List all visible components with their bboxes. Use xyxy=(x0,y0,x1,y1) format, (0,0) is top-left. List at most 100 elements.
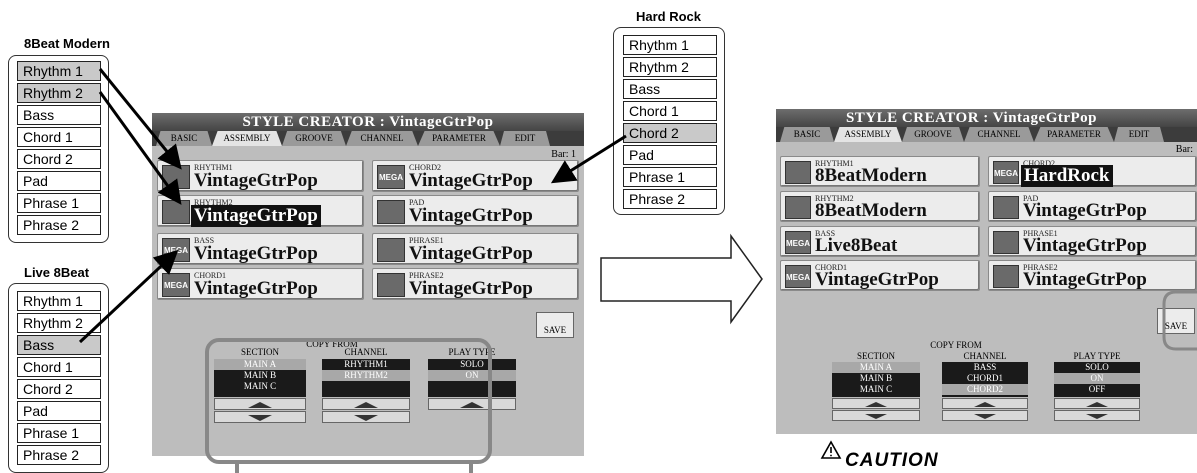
track-style: VintageGtrPop xyxy=(409,243,533,264)
track-label: CHORD1 xyxy=(194,271,227,280)
channel-list[interactable]: RHYTHM1 RHYTHM2 xyxy=(322,359,410,397)
section-list[interactable]: MAIN A MAIN B MAIN C xyxy=(214,359,306,397)
channel-down-button[interactable] xyxy=(322,411,410,423)
play-type-option[interactable]: OFF xyxy=(1088,384,1106,394)
track-phrase1[interactable]: PHRASE1 VintageGtrPop xyxy=(988,226,1197,257)
track-rhythm2[interactable]: RHYTHM2 VintageGtrPop xyxy=(157,195,364,227)
play-type-down-button[interactable] xyxy=(1054,410,1140,421)
track-label: RHYTHM1 xyxy=(194,163,233,172)
track-phrase2[interactable]: PHRASE2 VintageGtrPop xyxy=(988,260,1197,291)
track-label: PHRASE1 xyxy=(409,236,444,245)
style-creator-screen-after: STYLE CREATOR : VintageGtrPop BASIC ASSE… xyxy=(776,109,1197,434)
play-type-option[interactable]: SOLO xyxy=(460,359,484,369)
callout-item: Phrase 1 xyxy=(17,423,101,443)
track-bass[interactable]: MEGA BASS VintageGtrPop xyxy=(157,233,364,265)
tab-basic[interactable]: BASIC xyxy=(780,127,834,142)
section-option[interactable]: MAIN A xyxy=(214,359,306,370)
channel-option[interactable]: RHYTHM2 xyxy=(322,370,410,381)
section-option[interactable]: MAIN C xyxy=(859,384,893,394)
play-type-list[interactable]: SOLO ON xyxy=(428,359,516,397)
tab-groove[interactable]: GROOVE xyxy=(902,127,964,142)
callout-item: Chord 2 xyxy=(623,123,717,143)
track-phrase1[interactable]: PHRASE1 VintageGtrPop xyxy=(372,233,579,265)
play-type-up-button[interactable] xyxy=(1054,398,1140,409)
tab-bar: BASIC ASSEMBLY GROOVE CHANNEL PARAMETER … xyxy=(776,127,1197,142)
mega-voice-icon: MEGA xyxy=(993,161,1019,184)
style-creator-screen-before: STYLE CREATOR : VintageGtrPop BASIC ASSE… xyxy=(152,113,584,456)
play-type-up-button[interactable] xyxy=(428,398,516,410)
track-pad[interactable]: PAD VintageGtrPop xyxy=(372,195,579,227)
channel-option[interactable]: CHORD2 xyxy=(942,384,1028,395)
track-rhythm1[interactable]: RHYTHM1 8BeatModern xyxy=(780,156,980,187)
callout-item: Phrase 2 xyxy=(17,215,101,235)
track-bass[interactable]: MEGA BASS Live8Beat xyxy=(780,226,980,257)
section-option[interactable]: MAIN C xyxy=(243,381,277,391)
play-type-label: PLAY TYPE xyxy=(1073,351,1121,361)
tab-groove[interactable]: GROOVE xyxy=(282,131,346,146)
tab-parameter[interactable]: PARAMETER xyxy=(418,131,500,146)
track-label: CHORD2 xyxy=(409,163,442,172)
track-phrase2[interactable]: PHRASE2 VintageGtrPop xyxy=(372,268,579,300)
mega-voice-icon: MEGA xyxy=(785,231,811,254)
section-list[interactable]: MAIN A MAIN B MAIN C xyxy=(832,362,920,397)
section-option[interactable]: MAIN A xyxy=(832,362,920,373)
callout-item: Pad xyxy=(17,401,101,421)
track-label: PHRASE1 xyxy=(1023,229,1058,238)
channel-list[interactable]: BASS CHORD1 CHORD2 xyxy=(942,362,1028,397)
callout-item: Chord 1 xyxy=(623,101,717,121)
tab-channel[interactable]: CHANNEL xyxy=(346,131,418,146)
section-up-button[interactable] xyxy=(832,398,920,409)
callout-live-8beat: Rhythm 1 Rhythm 2 Bass Chord 1 Chord 2 P… xyxy=(8,283,109,473)
play-type-option[interactable]: ON xyxy=(428,370,516,381)
piano-icon xyxy=(377,238,405,262)
arrow-down-icon xyxy=(974,414,996,419)
callout-item: Phrase 1 xyxy=(17,193,101,213)
track-label: BASS xyxy=(815,229,836,238)
play-type-option[interactable]: SOLO xyxy=(1085,362,1109,372)
section-option[interactable]: MAIN B xyxy=(243,370,277,380)
track-pad[interactable]: PAD VintageGtrPop xyxy=(988,191,1197,222)
tab-parameter[interactable]: PARAMETER xyxy=(1034,127,1114,142)
section-option[interactable]: MAIN B xyxy=(859,373,893,383)
drum-icon xyxy=(162,165,190,189)
channel-option[interactable]: BASS xyxy=(973,362,997,372)
channel-option[interactable]: RHYTHM1 xyxy=(344,359,388,369)
section-label: SECTION xyxy=(241,347,279,357)
play-type-option[interactable]: ON xyxy=(1054,373,1140,384)
save-button[interactable]: SAVE xyxy=(1157,308,1195,334)
channel-down-button[interactable] xyxy=(942,410,1028,421)
track-style: VintageGtrPop xyxy=(409,170,533,191)
channel-up-button[interactable] xyxy=(322,398,410,410)
callout-item: Rhythm 1 xyxy=(623,35,717,55)
bar-indicator: Bar: xyxy=(1175,144,1193,155)
mega-voice-icon: MEGA xyxy=(162,273,190,297)
track-rhythm2[interactable]: RHYTHM2 8BeatModern xyxy=(780,191,980,222)
callout-item: Phrase 2 xyxy=(623,189,717,209)
piano-icon xyxy=(993,265,1019,288)
drum-kit-icon xyxy=(162,200,190,224)
channel-label: CHANNEL xyxy=(344,347,388,357)
save-button[interactable]: SAVE xyxy=(536,312,574,338)
track-chord1[interactable]: MEGA CHORD1 VintageGtrPop xyxy=(780,260,980,291)
tab-channel[interactable]: CHANNEL xyxy=(964,127,1034,142)
play-type-list[interactable]: SOLO ON OFF xyxy=(1054,362,1140,397)
track-style: VintageGtrPop xyxy=(1023,235,1147,256)
tab-assembly[interactable]: ASSEMBLY xyxy=(212,131,282,146)
piano-icon xyxy=(377,273,405,297)
section-down-button[interactable] xyxy=(832,410,920,421)
track-chord2[interactable]: MEGA CHORD2 VintageGtrPop xyxy=(372,160,579,192)
section-up-button[interactable] xyxy=(214,398,306,410)
play-type-label: PLAY TYPE xyxy=(448,347,496,357)
tab-basic[interactable]: BASIC xyxy=(156,131,212,146)
channel-up-button[interactable] xyxy=(942,398,1028,409)
track-chord1[interactable]: MEGA CHORD1 VintageGtrPop xyxy=(157,268,364,300)
track-chord2[interactable]: MEGA CHORD2 HardRock xyxy=(988,156,1197,187)
tab-edit[interactable]: EDIT xyxy=(1114,127,1164,142)
track-label: PHRASE2 xyxy=(409,271,444,280)
tab-assembly[interactable]: ASSEMBLY xyxy=(834,127,902,142)
track-rhythm1[interactable]: RHYTHM1 VintageGtrPop xyxy=(157,160,364,192)
section-down-button[interactable] xyxy=(214,411,306,423)
channel-option[interactable]: CHORD1 xyxy=(966,373,1003,383)
tab-edit[interactable]: EDIT xyxy=(500,131,550,146)
screen-title: STYLE CREATOR : VintageGtrPop xyxy=(776,109,1197,127)
